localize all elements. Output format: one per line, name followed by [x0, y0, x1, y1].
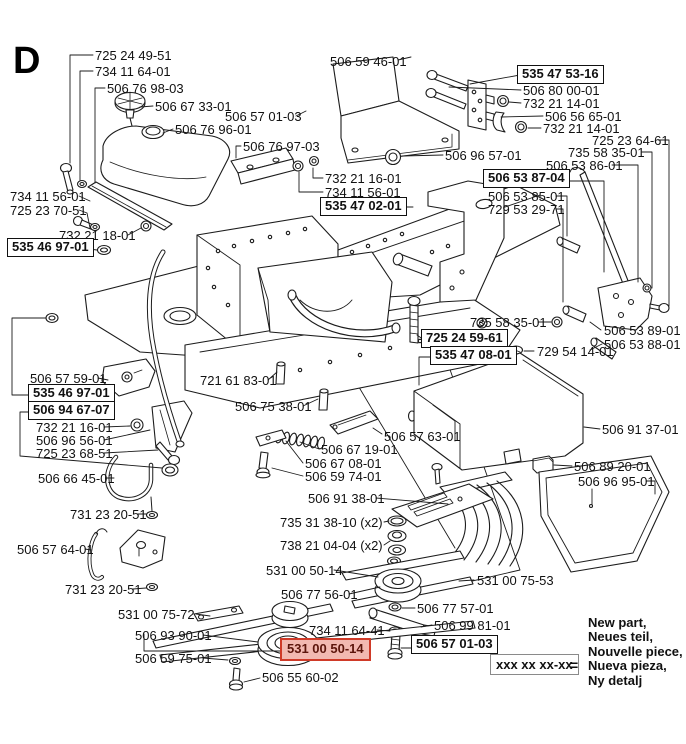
fuel-tank-assembly: [59, 91, 231, 256]
part-number-label: 734 11 56-01: [325, 185, 401, 200]
part-number-label: 735 31 38-10 (x2): [280, 515, 383, 530]
part-number-label: 735 58 35-01: [470, 315, 547, 330]
linkage-rod-assembly: [476, 166, 670, 360]
lower-left-parts: [45, 249, 193, 592]
part-number-label: 732 21 14-01: [543, 121, 620, 136]
part-number-label: 506 53 87-04: [483, 169, 570, 188]
part-number-label: 506 99 81-01: [434, 618, 511, 633]
part-number-label: 725 23 64-61: [592, 133, 669, 148]
part-number-label: 506 96 57-01: [445, 148, 522, 163]
part-number-label: 531 00 50-14: [280, 638, 371, 661]
part-number-label: 729 53 29-71: [488, 202, 565, 217]
part-number-label: 735 58 35-01: [568, 145, 645, 160]
main-frame: [84, 184, 561, 409]
part-number-label: 734 11 64-01: [95, 64, 171, 79]
part-number-label: 506 57 01-03: [411, 635, 498, 654]
part-number-label: 506 77 57-01: [417, 601, 494, 616]
part-number-label: 506 57 63-01: [384, 429, 461, 444]
legend-line: Nouvelle piece,: [588, 643, 683, 659]
part-number-label: 506 56 65-01: [545, 109, 622, 124]
support-panel: [332, 56, 460, 164]
part-number-label: 738 21 04-04 (x2): [280, 538, 383, 553]
part-number-label: 506 91 37-01: [602, 422, 679, 437]
part-number-label: 506 91 38-01: [308, 491, 385, 506]
part-number-label: 506 67 19-01: [321, 442, 398, 457]
part-number-label: 506 57 59-01: [30, 371, 107, 386]
part-number-label: 506 53 88-01: [604, 337, 681, 352]
part-number-label: 506 66 45-01: [38, 471, 115, 486]
part-number-label: 531 00 75-53: [477, 573, 554, 588]
part-number-label: 506 57 01-03: [225, 109, 302, 124]
part-number-label: 506 57 64-01: [17, 542, 94, 557]
part-number-label: 506 59 75-01: [135, 651, 212, 666]
legend-part-number-box: xxx xx xx-xx: [490, 654, 579, 675]
tank-bracket: [230, 147, 320, 185]
part-number-label: 506 75 38-01: [235, 399, 312, 414]
part-number-label: 734 11 56-01: [10, 189, 86, 204]
part-number-label: 732 21 16-01: [325, 171, 402, 186]
part-number-label: 531 00 75-72: [118, 607, 195, 622]
page-letter: D: [13, 40, 41, 82]
part-number-label: 729 54 14-01: [537, 344, 614, 359]
part-number-label: 535 47 53-16: [517, 65, 604, 84]
part-number-label: 725 24 59-61: [421, 329, 508, 348]
part-number-label: 725 23 70-51: [10, 203, 87, 218]
legend-line: Neues teil,: [588, 629, 654, 645]
part-number-label: 506 76 97-03: [243, 139, 320, 154]
part-number-label: 506 94 67-07: [28, 401, 115, 420]
part-number-label: 535 47 02-01: [320, 197, 407, 216]
part-number-label: 506 96 56-01: [36, 433, 113, 448]
part-number-label: 506 67 08-01: [305, 456, 382, 471]
part-number-label: 734 11 64-41: [309, 623, 385, 638]
part-number-label: 506 96 95-01: [578, 474, 655, 489]
rear-bracket: [384, 148, 505, 303]
part-number-label: 732 21 14-01: [523, 96, 600, 111]
part-number-label: 731 23 20-51: [65, 582, 142, 597]
legend-line: Ny detalj: [588, 672, 643, 688]
part-number-label: 721 61 83-01: [200, 373, 277, 388]
part-number-label: 506 76 96-01: [175, 122, 252, 137]
part-number-label: 506 80 00-01: [523, 83, 600, 98]
legend-line: New part,: [588, 615, 647, 630]
part-number-label: 506 59 46-01: [330, 54, 407, 69]
legend-new-part-text: New part,Neues teil,Nouvelle piece,Nueva…: [588, 615, 683, 688]
part-number-label: 506 55 60-02: [262, 670, 339, 685]
part-number-label: 506 93 90-01: [135, 628, 212, 643]
part-number-label: 506 77 56-01: [281, 587, 358, 602]
belt-cover: [413, 352, 584, 471]
part-number-label: 732 21 16-01: [36, 420, 113, 435]
legend-equals-sign: =: [570, 657, 579, 673]
part-number-label: 506 53 89-01: [604, 323, 681, 338]
part-number-label: 535 47 08-01: [430, 346, 517, 365]
part-number-label: 725 24 49-51: [95, 48, 172, 63]
fastener-group: [425, 69, 528, 134]
part-number-label: 506 53 85-01: [488, 189, 565, 204]
part-number-label: 725 23 68-51: [36, 446, 113, 461]
side-panel: [532, 455, 670, 573]
part-number-label: 506 89 20-01: [574, 459, 651, 474]
part-number-label: 731 23 20-51: [70, 507, 147, 522]
part-number-label: 506 67 33-01: [155, 99, 232, 114]
part-number-label: 531 00 50-14: [266, 563, 343, 578]
part-number-label: 535 46 97-01: [7, 238, 94, 257]
spring-linkage: [255, 410, 379, 479]
part-number-label: 506 59 74-01: [305, 469, 382, 484]
leader-lines: [11, 54, 670, 683]
part-number-label: 506 76 98-03: [107, 81, 184, 96]
legend-line: Nueva pieza,: [588, 658, 667, 674]
